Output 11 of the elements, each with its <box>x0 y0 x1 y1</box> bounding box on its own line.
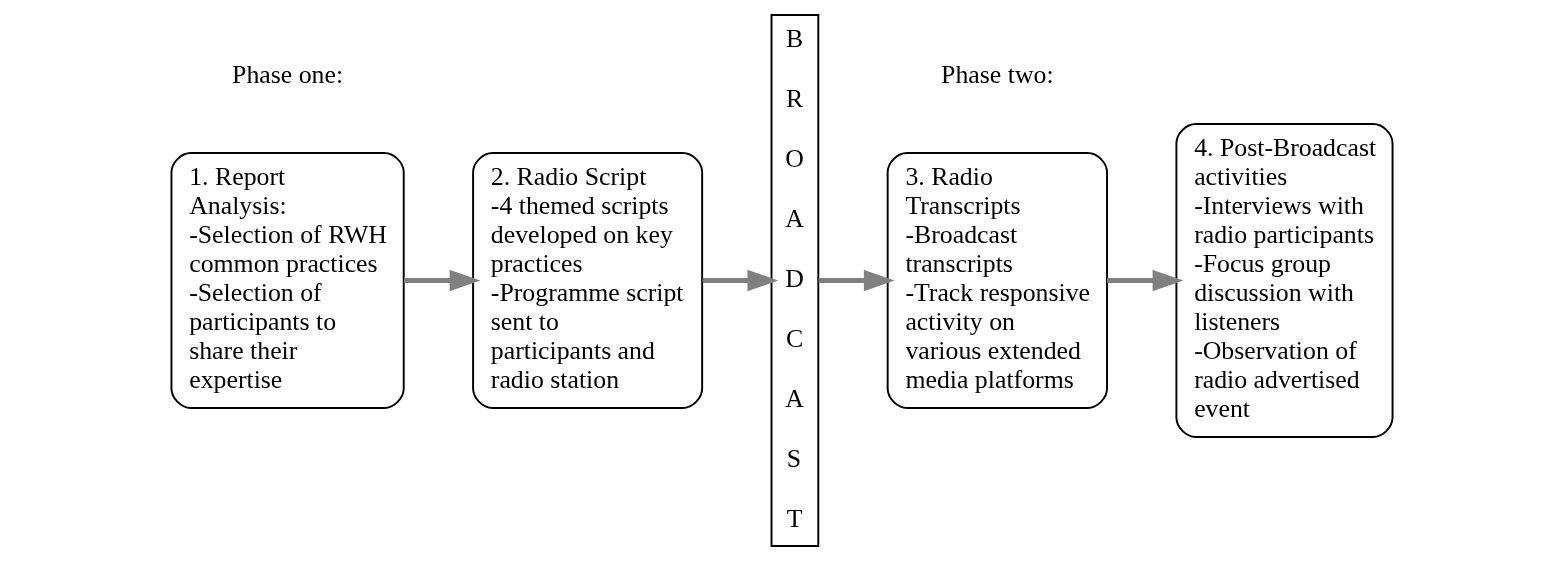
arrow <box>818 269 895 292</box>
arrow <box>1107 269 1184 292</box>
label: Phase two: <box>941 60 1054 90</box>
arrow <box>702 269 779 292</box>
node-box: B R O A D C A S T <box>770 14 820 547</box>
node-box: 4. Post-Broadcast activities -Interviews with radio participants -Focus group discussion with listeners -Observation of radio advertised event <box>1175 123 1394 438</box>
label: Phase one: <box>232 60 344 90</box>
node-box: 3. Radio Transcripts -Broadcast transcripts -Track responsive activity on various extended media platforms <box>886 152 1108 409</box>
node-box: 2. Radio Script -4 themed scripts developed on key practices -Programme script sent to participants and radio station <box>472 152 704 409</box>
node-box: 1. Report Analysis: -Selection of RWH common practices -Selection of participants to share their expertise <box>170 152 405 409</box>
arrow <box>403 269 481 292</box>
